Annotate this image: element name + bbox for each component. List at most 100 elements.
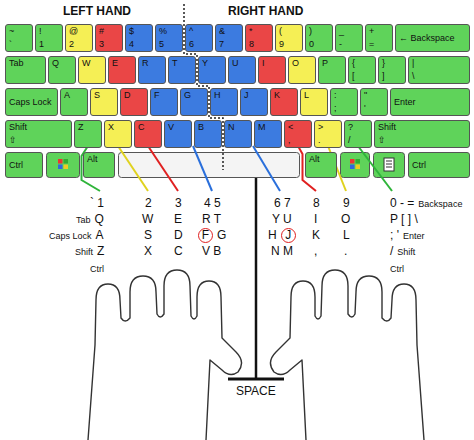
- finger-key-label: Q: [95, 212, 104, 226]
- windows-icon: [350, 159, 360, 169]
- label-row: ; 'Enter: [390, 228, 424, 243]
- key-label: M: [258, 122, 278, 133]
- key-label: Shift: [9, 122, 68, 133]
- key-label: 4: [129, 39, 149, 50]
- key-label: T: [172, 58, 192, 69]
- key-label: V: [168, 122, 188, 133]
- key-label: 2: [69, 39, 89, 50]
- key-cap: Ctrl: [5, 152, 43, 178]
- key-label: N: [228, 122, 248, 133]
- finger-key-label: Shift: [75, 245, 93, 259]
- label-row: Caps Lock A: [49, 228, 104, 243]
- key-cap: &7: [215, 24, 243, 52]
- key-label: 1: [39, 39, 59, 50]
- key-label: 6: [189, 39, 209, 50]
- space-bar: [119, 153, 300, 178]
- key-cap: Q: [48, 56, 76, 84]
- key-label: Ctrl: [412, 160, 466, 171]
- key-cap: M: [254, 120, 282, 148]
- key-label: (: [279, 26, 299, 37]
- label-row: E: [174, 212, 182, 226]
- label-row: O: [341, 212, 350, 226]
- key-label: 8: [249, 39, 269, 50]
- key-label: ^: [189, 26, 209, 37]
- key-cap: R: [138, 56, 166, 84]
- key-label: ⇧: [9, 135, 68, 146]
- key-label: J: [244, 90, 264, 101]
- key-label: A: [64, 90, 84, 101]
- key-label: /: [348, 135, 368, 146]
- key-label: `: [9, 39, 29, 50]
- finger-key-label: 0 - =: [390, 196, 414, 210]
- key-cap: E: [108, 56, 136, 84]
- finger-key-label: 8: [313, 196, 320, 210]
- key-cap: W: [78, 56, 106, 84]
- windows-key: [47, 153, 80, 178]
- leader-line: [193, 146, 212, 191]
- key-label: O: [292, 58, 312, 69]
- key-label: F: [154, 90, 174, 101]
- finger-key-label: W: [142, 212, 153, 226]
- leader-line: [148, 146, 178, 191]
- finger-key-label: K: [312, 228, 320, 242]
- key-label: 3: [99, 39, 119, 50]
- label-row: Y U: [272, 212, 292, 226]
- key-label: Caps Lock: [9, 97, 54, 108]
- key-label: ← Backspace: [399, 33, 466, 44]
- finger-key-label: D: [174, 228, 183, 242]
- key-label: Shift: [378, 122, 466, 133]
- label-row: 8: [313, 196, 320, 210]
- label-row: 4 5: [204, 196, 221, 210]
- key-cap: A: [60, 88, 88, 116]
- key-cap: O: [288, 56, 316, 84]
- label-row: C: [174, 244, 183, 258]
- finger-key-label: 6 7: [274, 196, 291, 210]
- finger-key-label: Y U: [272, 212, 292, 226]
- key-label: H: [214, 90, 234, 101]
- key-cap: ← Backspace: [395, 24, 470, 52]
- key-label: ": [364, 90, 384, 101]
- key-cap: Shift⇧: [374, 120, 470, 148]
- finger-key-label: A: [96, 228, 104, 242]
- key-label: 9: [279, 39, 299, 50]
- key-label: P: [322, 58, 342, 69]
- key-cap: V: [164, 120, 192, 148]
- space-bar-marker: [228, 378, 284, 381]
- label-row: TabQ: [76, 212, 104, 227]
- key-label: 5: [159, 39, 179, 50]
- key-label: I: [262, 58, 282, 69]
- finger-key-label: Shift: [397, 245, 415, 259]
- key-label: |: [412, 58, 466, 69]
- finger-key-label: Z: [97, 244, 104, 258]
- label-row: 0 - =Backspace: [390, 196, 462, 211]
- key-label: +: [369, 26, 389, 37]
- key-cap: :;: [330, 88, 358, 116]
- key-cap: Tab: [5, 56, 46, 84]
- right-hand: [270, 270, 424, 440]
- finger-key-label: Ctrl: [390, 262, 404, 276]
- key-label: !: [39, 26, 59, 37]
- label-row: Ctrl: [390, 262, 404, 276]
- finger-key-label: R T: [202, 212, 221, 226]
- label-row: V B: [202, 244, 221, 258]
- finger-key-label: X: [144, 244, 152, 258]
- label-row: 2: [145, 196, 152, 210]
- key-label: K: [274, 90, 294, 101]
- finger-key-label: 9: [343, 196, 350, 210]
- key-label: 0: [309, 39, 329, 50]
- key-label: *: [249, 26, 269, 37]
- key-cap: ^6: [185, 24, 213, 52]
- key-cap: )0: [305, 24, 333, 52]
- label-row: SPACE: [236, 384, 276, 398]
- key-cap: {[: [348, 56, 376, 84]
- label-row: I: [314, 212, 317, 226]
- key-cap: @2: [65, 24, 93, 52]
- key-label: G: [184, 90, 204, 101]
- finger-key-label: G: [217, 228, 226, 242]
- space-line: [255, 178, 258, 379]
- key-cap: I: [258, 56, 286, 84]
- key-label: C: [138, 122, 158, 133]
- label-row: R T: [202, 212, 221, 226]
- finger-key-label: Caps Lock: [49, 229, 92, 243]
